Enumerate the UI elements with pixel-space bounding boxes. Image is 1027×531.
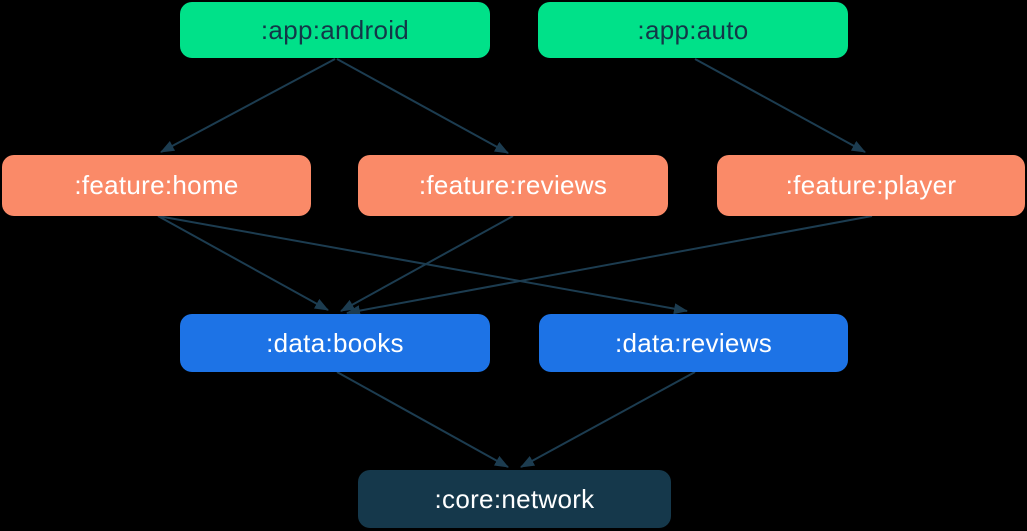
node-core-network: :core:network [358, 470, 671, 528]
edge-app-auto-to-feature-player [694, 58, 866, 153]
node-label-feature-reviews: :feature:reviews [418, 170, 608, 200]
edge-feature-reviews-to-data-books [340, 215, 514, 312]
node-app-auto: :app:auto [538, 2, 848, 58]
edge-group [157, 58, 873, 468]
node-label-app-auto: :app:auto [637, 14, 749, 45]
edge-feature-home-to-data-reviews [157, 215, 688, 315]
edge-data-reviews-to-core-network [520, 371, 696, 468]
node-label-data-reviews: :data:reviews [614, 327, 773, 358]
node-app-android: :app:android [180, 2, 490, 58]
node-label-core-network: :core:network [434, 483, 595, 514]
node-label-app-android: :app:android [260, 14, 410, 45]
node-label-data-books: :data:books [266, 327, 404, 358]
node-feature-player: :feature:player [717, 155, 1025, 216]
edge-app-android-to-feature-reviews [336, 58, 509, 154]
node-label-feature-player: :feature:player [785, 170, 957, 200]
edge-data-books-to-core-network [336, 371, 509, 468]
edge-app-android-to-feature-home [160, 58, 336, 153]
node-feature-reviews: :feature:reviews [358, 155, 668, 216]
edge-feature-player-to-data-books [346, 215, 873, 317]
node-data-reviews: :data:reviews [539, 314, 848, 372]
edge-feature-home-to-data-books [157, 215, 329, 311]
node-data-books: :data:books [180, 314, 490, 372]
node-feature-home: :feature:home [2, 155, 311, 216]
node-label-feature-home: :feature:home [74, 170, 239, 200]
